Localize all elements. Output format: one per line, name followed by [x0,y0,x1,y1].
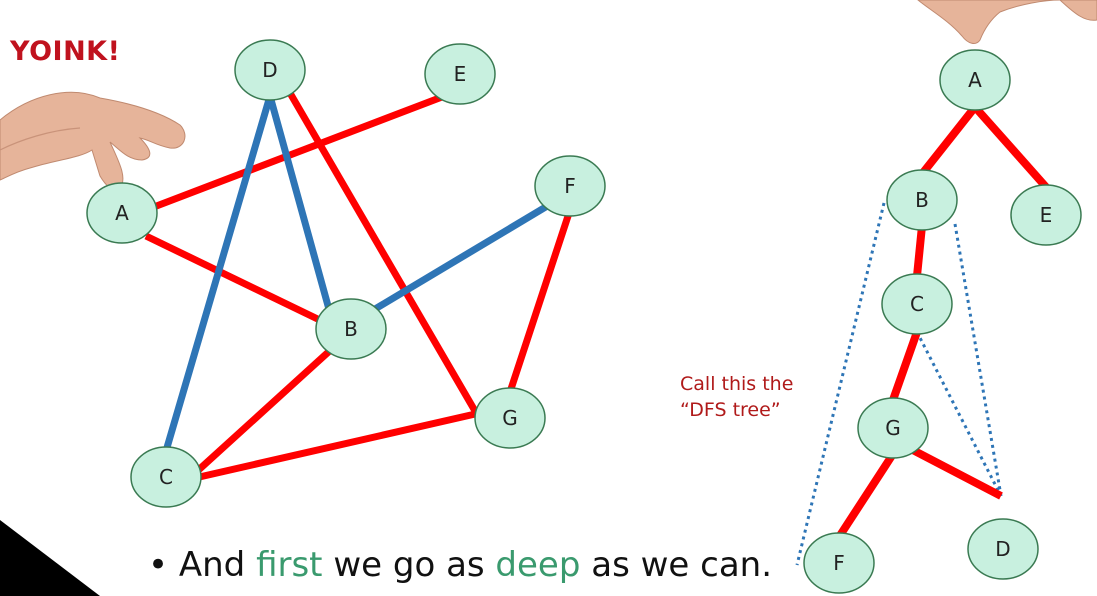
bullet-marker: • [148,545,169,585]
left-node-shape [86,182,158,244]
tree-edge-a-b [918,104,979,177]
left-node-f: F [534,155,606,217]
left-node-label: A [115,201,129,225]
tree-dotted-edge-b-d [953,223,1003,497]
left-node-g: G [474,387,546,449]
tree-edge-g-d [905,443,1003,500]
bullet-part-2: we go as [322,545,496,585]
dfs-tree-edges [795,104,1049,566]
left-node-a: A [86,182,158,244]
caption-line-1: Call this the [680,373,794,395]
tree-node-a: A [939,49,1011,111]
tree-node-f: F [803,532,875,594]
left-edge-f-g [506,208,574,394]
left-node-shape [474,387,546,449]
tree-node-label: G [885,416,901,440]
tree-node-g: G [857,397,929,459]
left-node-label: C [159,465,173,489]
left-edge-a-b [144,232,332,329]
tree-node-label: F [833,551,845,575]
tree-node-e: E [1010,184,1082,246]
left-node-label: B [344,317,358,341]
left-node-shape [315,298,387,360]
left-node-shape [234,39,306,101]
left-node-e: E [424,43,496,105]
tree-node-c: C [881,273,953,335]
left-edge-d-b [266,95,334,314]
dfs-tree-nodes: A B E C G F D [803,49,1082,594]
dfs-tree-caption: Call this the “DFS tree” [680,371,793,423]
tree-dotted-edge-c-d [915,331,1003,497]
left-edge-d-g [286,91,486,425]
tree-edge-b-c [913,225,926,277]
tree-edge-g-f [835,451,897,540]
tree-node-shape [857,397,929,459]
highlight-deep: deep [495,545,581,585]
left-node-d: D [234,39,306,101]
tree-node-shape [881,273,953,335]
left-node-b: B [315,298,387,360]
left-edge-a-e [144,93,444,214]
left-edge-b-f [373,198,556,313]
tree-edge-c-g [889,330,921,402]
tree-node-b: B [886,169,958,231]
bullet-part-1: And [178,545,257,585]
left-edge-b-c [190,343,338,478]
tree-edge-a-e [972,104,1049,190]
highlight-first: first [256,545,323,585]
left-graph-nodes: A B C D E F G [86,39,606,508]
tree-node-label: D [995,537,1010,561]
tree-node-shape [939,49,1011,111]
left-node-label: G [502,406,518,430]
left-edge-c-g [194,408,485,482]
left-node-label: D [262,58,277,82]
bullet-part-3: as we can. [580,545,773,585]
tree-node-shape [803,532,875,594]
left-node-label: F [564,174,576,198]
hand-left-image [0,91,186,190]
bullet-text: • And first we go as deep as we can. [148,545,772,585]
left-node-shape [424,43,496,105]
caption-line-2: “DFS tree” [680,399,781,421]
left-graph-edges [144,91,574,482]
tree-dotted-edge-b-f [795,202,886,566]
yoink-label: YOINK! [10,36,121,67]
tree-node-shape [886,169,958,231]
tree-node-label: A [968,68,982,92]
left-node-c: C [130,446,202,508]
left-node-label: E [454,62,467,86]
hand-right-image [917,0,1097,44]
tree-node-shape [1010,184,1082,246]
left-edge-d-c [162,95,274,452]
corner-shape [0,520,100,596]
tree-node-label: E [1040,203,1053,227]
left-node-shape [130,446,202,508]
tree-node-label: B [915,188,929,212]
tree-node-d: D [967,518,1039,580]
tree-node-label: C [910,292,924,316]
left-node-shape [534,155,606,217]
tree-node-shape [967,518,1039,580]
